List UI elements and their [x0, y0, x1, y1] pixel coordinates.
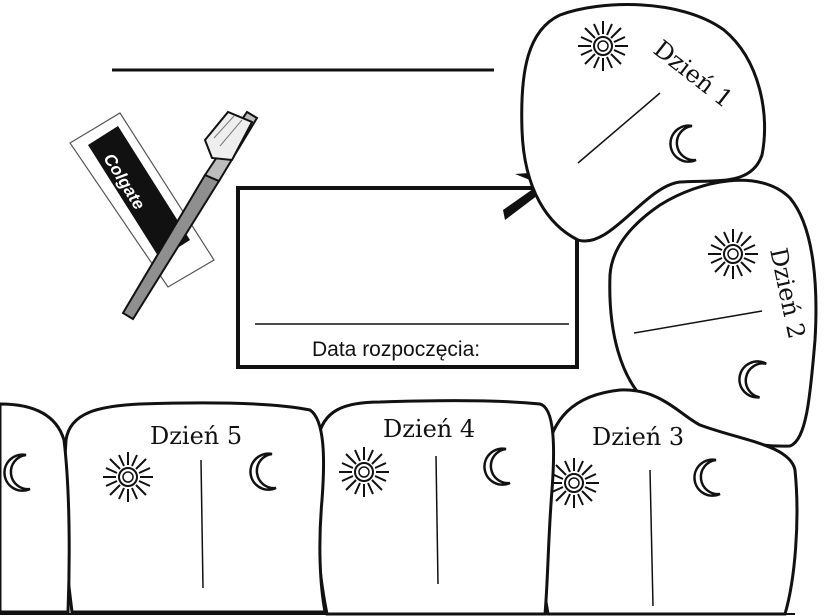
toothbrush-icon [121, 110, 259, 321]
partial-tooth [0, 402, 71, 614]
day-5-tooth: Dzień 5 [62, 401, 327, 614]
day-3-label: Dzień 3 [592, 423, 684, 451]
day-2-tooth: Dzień 2 [608, 178, 818, 448]
start-date-box[interactable]: Data rozpoczęcia: [236, 186, 579, 369]
day-1-tooth: Dzień 1 [520, 3, 766, 243]
day-4-tooth: Dzień 4 [314, 399, 556, 616]
day-5-label: Dzień 5 [150, 422, 242, 450]
day-3-tooth: Dzień 3 [537, 388, 799, 616]
start-date-label: Data rozpoczęcia: [312, 338, 480, 361]
day-4-label: Dzień 4 [383, 415, 475, 443]
